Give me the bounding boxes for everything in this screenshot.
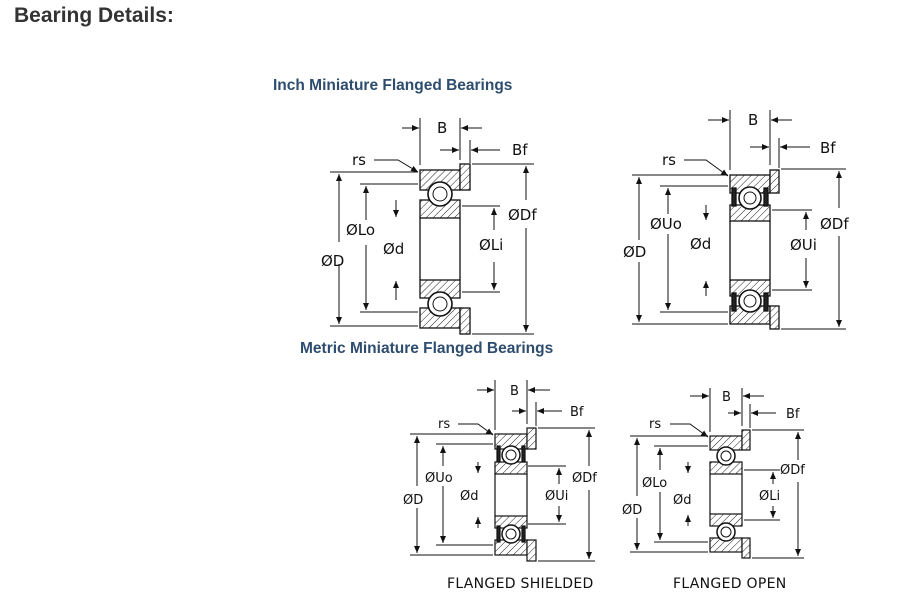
metric-shielded-uo-label: ØUo (425, 471, 453, 486)
metric-open-caption: FLANGED OPEN (673, 576, 787, 592)
inch-shielded-df-label: ØDf (820, 215, 849, 233)
inch-open-d-outer-label: ØD (321, 252, 344, 270)
metric-open-bf-label: Bf (786, 407, 800, 422)
metric-shielded-d-outer-label: ØD (403, 493, 423, 508)
inch-shielded-uo-label: ØUo (650, 215, 682, 233)
page-title: Bearing Details: (14, 4, 174, 27)
inch-open-rs-label: rs (352, 151, 366, 169)
inch-open-b-label: B (437, 119, 447, 137)
inch-open-df-label: ØDf (508, 206, 537, 224)
metric-open-rs-label: rs (649, 417, 661, 432)
metric-open-b-label: B (722, 390, 731, 405)
metric-shielded-bf-label: Bf (570, 405, 584, 420)
diagram-inch-open (330, 118, 534, 335)
inch-shielded-d-outer-label: ØD (623, 243, 646, 261)
metric-open-li-label: ØLi (759, 489, 780, 504)
inch-open-lo-label: ØLo (346, 221, 375, 239)
inch-shielded-ui-label: ØUi (790, 236, 817, 254)
inch-open-bore-label: Ød (383, 240, 404, 258)
metric-shielded-b-label: B (510, 384, 519, 399)
inch-shielded-bore-label: Ød (690, 235, 711, 253)
metric-shielded-df-label: ØDf (572, 471, 597, 486)
inch-shielded-bf-label: Bf (820, 139, 836, 157)
metric-shielded-rs-label: rs (438, 417, 450, 432)
inch-open-li-label: ØLi (479, 236, 503, 254)
diagram-metric-open (630, 388, 804, 559)
inch-shielded-b-label: B (748, 111, 758, 129)
metric-open-bore-label: Ød (673, 493, 691, 508)
inch-open-bf-label: Bf (512, 141, 528, 159)
diagram-inch-shielded (632, 110, 846, 330)
metric-shielded-bore-label: Ød (460, 489, 478, 504)
metric-shielded-ui-label: ØUi (545, 489, 568, 504)
inch-section-title: Inch Miniature Flanged Bearings (273, 77, 513, 94)
inch-shielded-rs-label: rs (662, 151, 676, 169)
metric-section-title: Metric Miniature Flanged Bearings (300, 340, 554, 357)
metric-open-d-outer-label: ØD (622, 503, 642, 518)
metric-shielded-caption: FLANGED SHIELDED (447, 576, 594, 592)
metric-open-lo-label: ØLo (642, 476, 667, 491)
metric-open-df-label: ØDf (780, 463, 805, 478)
diagram-metric-shielded (410, 380, 595, 562)
